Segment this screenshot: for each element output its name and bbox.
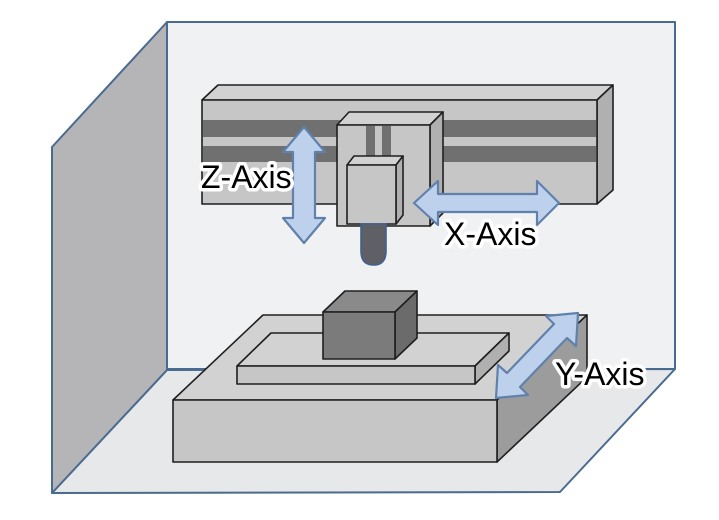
carriage-top-face <box>336 111 444 126</box>
carriage-guide-stripe-left <box>366 126 375 156</box>
workpiece-front-face <box>322 311 396 360</box>
rail-right-face <box>596 84 614 205</box>
base-front-face <box>172 399 498 463</box>
carriage-guide-stripe-right <box>382 126 391 156</box>
axis-arrows <box>281 125 580 400</box>
machine-table <box>172 290 588 463</box>
y-axis-arrow-icon <box>494 311 580 400</box>
x-axis-arrow-icon <box>412 179 561 227</box>
z-axis-label: Z-Axis <box>201 159 292 195</box>
spindle-head-top-face <box>346 155 404 166</box>
rail-top-face <box>201 84 614 101</box>
spindle-head-front-face <box>346 164 397 225</box>
z-axis-arrow-icon <box>281 125 327 245</box>
spindle-head <box>346 155 404 266</box>
y-axis-label: Y-Axis <box>555 356 645 392</box>
spindle-head-right-face <box>395 155 404 225</box>
x-axis-label: X-Axis <box>444 216 536 252</box>
table-plate-front-face <box>236 365 476 385</box>
spindle-tool-cylinder <box>360 223 387 266</box>
axis-labels: Z-Axis X-Axis Y-Axis <box>198 156 649 396</box>
enclosure-left-wall <box>51 21 168 494</box>
